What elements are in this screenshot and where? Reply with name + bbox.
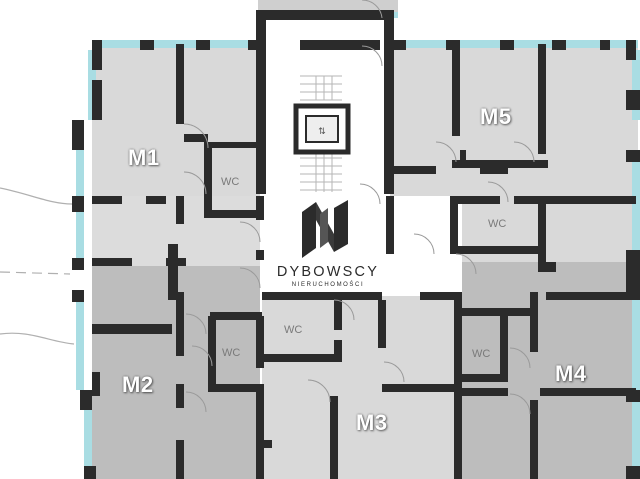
unit-label-m3: M3 [356, 410, 388, 435]
room-fills [92, 0, 638, 479]
elevator-arrows-icon: ⇅ [318, 127, 326, 137]
stair-treads [300, 75, 342, 192]
wc-label-m1: WC [221, 176, 240, 188]
site-lines [0, 187, 75, 345]
dybowscy-logo-mark [302, 200, 348, 258]
wc-label-m2: WC [222, 347, 241, 359]
logo: DYBOWSCY NIERUCHOMOŚCI [266, 196, 390, 296]
wc-label-center: WC [284, 324, 303, 336]
door-swings [183, 0, 535, 415]
wc-label-m4: WC [472, 348, 491, 360]
unit-label-m2: M2 [122, 372, 154, 397]
logo-tagline: NIERUCHOMOŚCI [291, 282, 365, 288]
logo-name: DYBOWSCY [276, 264, 380, 280]
unit-m4-area [462, 258, 638, 479]
wc-label-m5: WC [488, 218, 507, 230]
unit-label-m4: M4 [555, 361, 587, 386]
unit-label-m1: M1 [128, 145, 160, 170]
elevator-car [305, 115, 339, 143]
unit-label-m5: M5 [480, 104, 512, 129]
walls [72, 10, 640, 479]
stair-core: ⇅ [262, 18, 462, 296]
